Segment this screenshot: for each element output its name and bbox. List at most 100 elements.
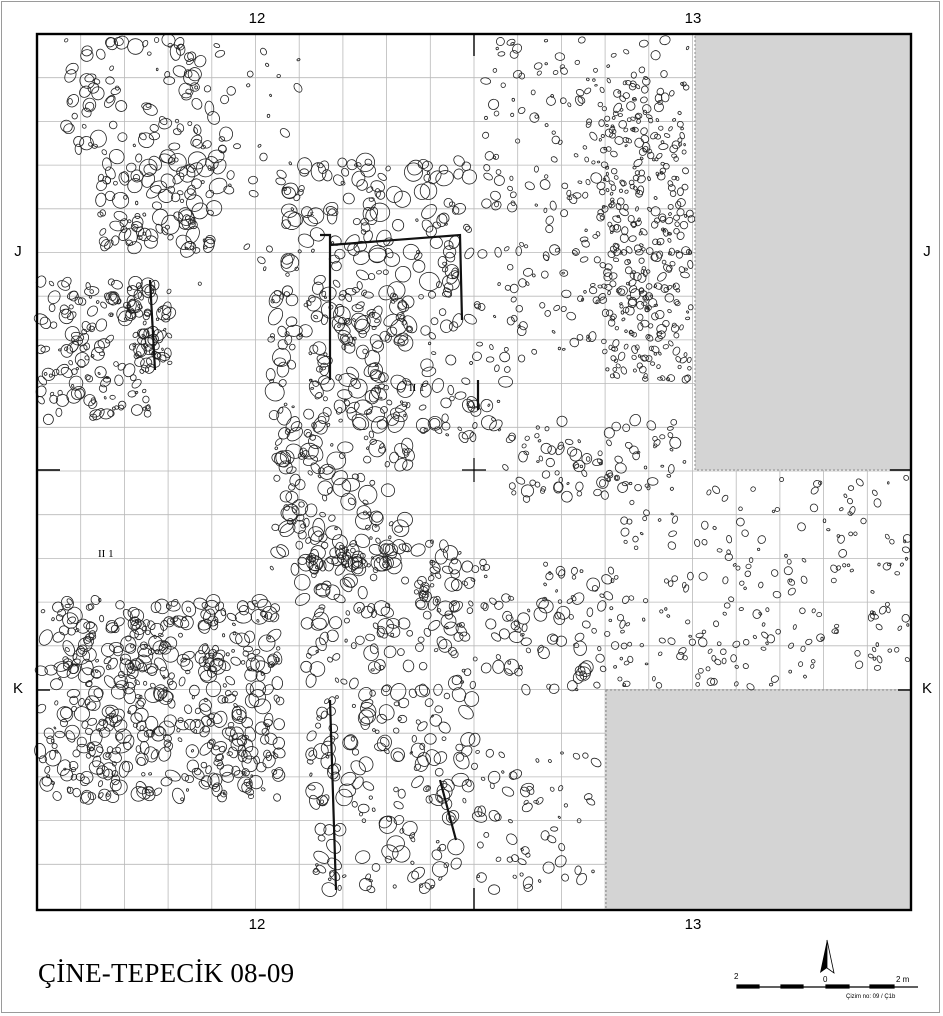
stone — [308, 556, 324, 572]
stone — [419, 427, 427, 434]
stone — [551, 330, 556, 334]
stone — [411, 775, 424, 789]
stone — [150, 601, 162, 613]
stone — [51, 617, 55, 622]
stone — [424, 698, 434, 707]
stone — [624, 144, 628, 148]
stone — [639, 243, 644, 247]
stone — [291, 499, 309, 516]
stone — [424, 878, 436, 890]
stone — [265, 62, 270, 67]
stone — [887, 481, 890, 485]
stone — [106, 793, 110, 797]
stone — [97, 211, 104, 218]
stone — [66, 606, 83, 624]
stone — [355, 301, 365, 310]
stone — [472, 351, 482, 361]
stone — [451, 674, 463, 686]
stone — [617, 482, 628, 493]
stone — [62, 640, 76, 657]
stone — [120, 657, 123, 661]
stone — [270, 546, 286, 559]
stone — [769, 682, 774, 687]
stone — [483, 574, 488, 579]
stone — [394, 266, 412, 283]
stone — [69, 340, 79, 353]
stone — [623, 539, 628, 544]
stone — [604, 284, 613, 291]
stone — [466, 607, 474, 614]
stone — [308, 435, 323, 449]
stone — [421, 204, 437, 220]
stone — [491, 200, 502, 211]
stone — [665, 216, 674, 225]
stone — [706, 489, 712, 496]
stone — [765, 607, 770, 613]
stone — [644, 662, 649, 666]
stone — [226, 86, 236, 96]
stone — [380, 736, 390, 748]
stone — [495, 856, 502, 862]
stone — [615, 202, 622, 211]
stone — [384, 602, 391, 609]
stone — [177, 190, 184, 196]
stone — [445, 354, 457, 366]
stone — [515, 476, 526, 485]
stone — [504, 658, 520, 675]
stone — [342, 735, 359, 751]
stone — [524, 181, 535, 191]
stone — [298, 185, 305, 192]
stone — [199, 725, 210, 738]
stone — [677, 137, 683, 143]
wall-line — [320, 233, 332, 380]
stone — [518, 278, 527, 288]
stone — [401, 576, 410, 585]
stone — [522, 876, 534, 889]
stone — [345, 610, 351, 616]
stone — [161, 347, 164, 351]
stone — [744, 570, 752, 577]
stone — [603, 591, 614, 601]
stone — [347, 497, 356, 506]
stone — [899, 562, 904, 567]
stone — [349, 540, 358, 547]
stone — [321, 882, 338, 897]
stone — [660, 464, 665, 468]
stone — [334, 303, 345, 317]
stone — [337, 441, 354, 454]
stone — [331, 316, 346, 331]
stone — [786, 559, 792, 565]
stone — [679, 356, 688, 364]
stone — [351, 748, 360, 756]
stone — [671, 575, 679, 582]
stone — [331, 470, 348, 486]
stone — [520, 484, 535, 498]
stone — [367, 603, 376, 614]
stone — [599, 665, 607, 673]
stone — [511, 490, 517, 496]
stone — [108, 312, 114, 317]
stone — [481, 198, 492, 209]
stone — [146, 185, 162, 199]
stone — [139, 641, 148, 650]
stone — [906, 623, 910, 627]
stone — [78, 697, 85, 707]
stone — [273, 474, 281, 482]
stone — [305, 652, 312, 659]
stone — [371, 305, 383, 319]
stone — [659, 35, 671, 46]
stone — [411, 735, 417, 743]
stone — [743, 586, 747, 591]
stone — [102, 376, 111, 383]
stone — [309, 227, 325, 242]
stone — [326, 556, 339, 565]
stone — [83, 394, 96, 407]
stone — [267, 307, 284, 326]
stone — [285, 416, 300, 434]
stone — [483, 164, 491, 172]
stone — [444, 576, 460, 592]
stone — [310, 310, 324, 323]
stone — [342, 551, 352, 561]
stone — [635, 206, 639, 212]
stone — [384, 543, 399, 557]
